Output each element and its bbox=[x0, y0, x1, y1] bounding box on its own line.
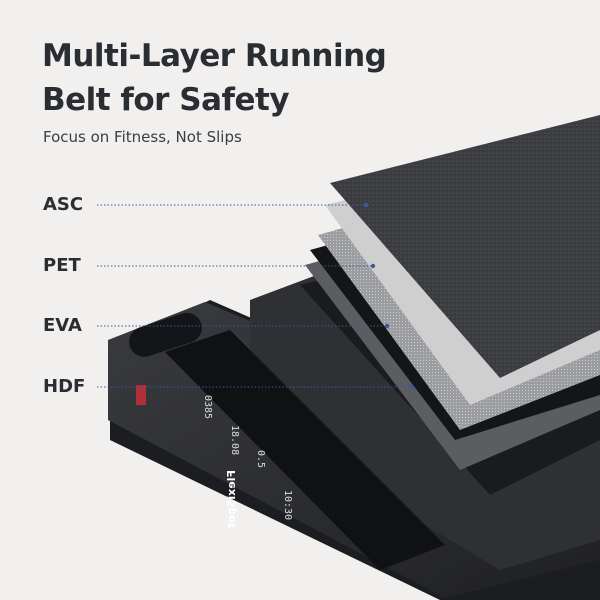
layer-label-asc: ASC bbox=[43, 194, 84, 215]
layer-label-hdf: HDF bbox=[43, 376, 86, 397]
power-switch-icon bbox=[136, 385, 146, 405]
headline-line1: Multi-Layer Running bbox=[42, 38, 387, 74]
subtitle: Focus on Fitness, Not Slips bbox=[43, 128, 242, 146]
display-panel bbox=[165, 330, 445, 570]
layer-label-eva: EVA bbox=[43, 315, 82, 336]
layer-asc bbox=[330, 115, 600, 378]
headline: Multi-Layer Running Belt for Safety bbox=[42, 34, 387, 122]
layer-label-pet: PET bbox=[43, 255, 81, 276]
leader-lines bbox=[97, 202, 415, 390]
brand-logo: FlexiSpot bbox=[225, 470, 238, 528]
control-buttons bbox=[129, 312, 202, 357]
headline-line2: Belt for Safety bbox=[42, 82, 290, 118]
belt-layers bbox=[300, 115, 600, 495]
